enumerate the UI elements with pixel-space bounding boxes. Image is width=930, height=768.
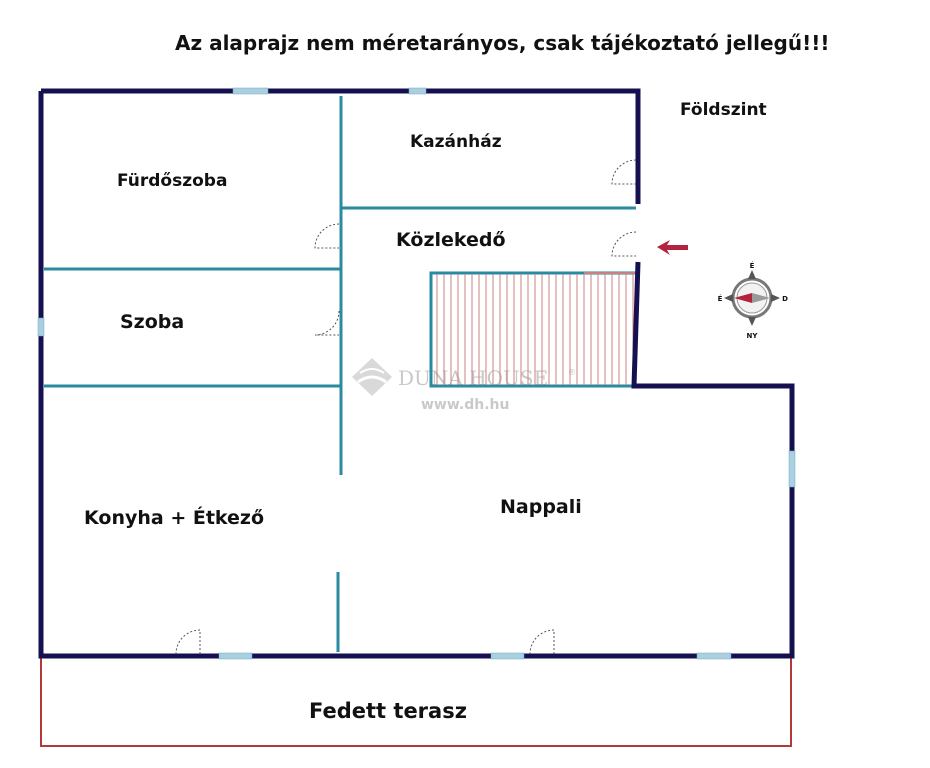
watermark-registered: ® bbox=[568, 368, 576, 377]
interior-walls bbox=[44, 96, 636, 652]
duna-house-logo bbox=[352, 358, 392, 396]
compass-south-label: NY bbox=[747, 332, 759, 340]
room-label-covered-terrace: Fedett terasz bbox=[309, 699, 467, 723]
window bbox=[788, 450, 796, 488]
compass-icon: É NY É D bbox=[718, 261, 788, 340]
window bbox=[218, 652, 253, 660]
compass-north-label: É bbox=[750, 261, 755, 270]
window bbox=[696, 652, 732, 660]
floor-label: Földszint bbox=[680, 100, 767, 120]
window bbox=[37, 317, 45, 337]
door bbox=[611, 231, 637, 257]
compass-east-label: D bbox=[782, 295, 788, 303]
door bbox=[529, 629, 555, 655]
terrace-outline bbox=[40, 656, 792, 747]
door bbox=[314, 310, 340, 336]
disclaimer-text: Az alaprajz nem méretarányos, csak tájék… bbox=[175, 31, 829, 55]
room-label-hallway: Közlekedő bbox=[396, 229, 506, 251]
window bbox=[490, 652, 525, 660]
door bbox=[314, 223, 340, 249]
room-label-kitchen-dining: Konyha + Étkező bbox=[84, 506, 264, 529]
room-label-living-room: Nappali bbox=[500, 496, 582, 518]
window bbox=[408, 87, 427, 95]
door bbox=[175, 629, 201, 655]
doors bbox=[175, 159, 637, 655]
room-label-bathroom: Fürdőszoba bbox=[117, 171, 227, 191]
stairs bbox=[429, 271, 636, 388]
compass-west-label: É bbox=[718, 294, 723, 303]
window bbox=[232, 87, 269, 95]
door bbox=[611, 159, 637, 185]
windows bbox=[37, 87, 796, 660]
watermark-url: www.dh.hu bbox=[421, 397, 509, 413]
room-label-boiler-room: Kazánház bbox=[410, 132, 502, 152]
room-label-room: Szoba bbox=[120, 311, 184, 333]
entrance-arrow-icon bbox=[657, 240, 688, 255]
